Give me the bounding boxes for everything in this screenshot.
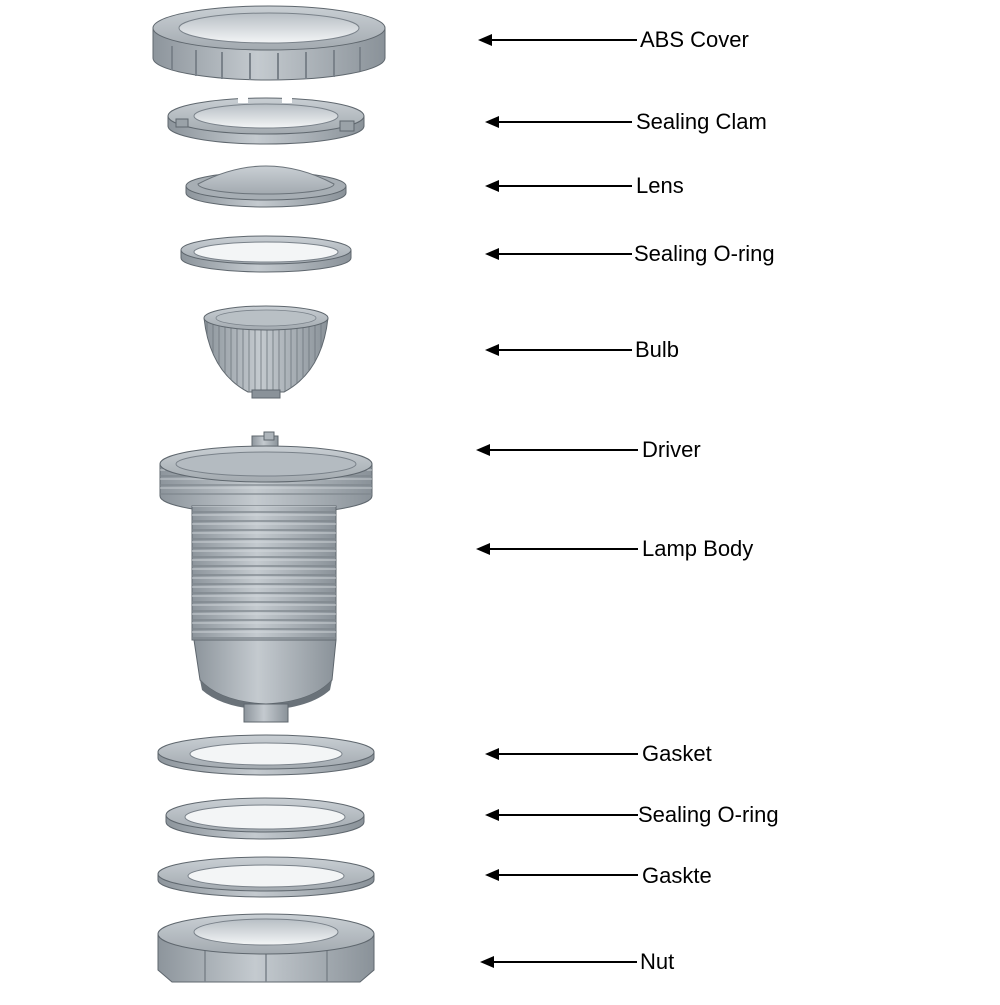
arrow-lens <box>485 180 632 192</box>
arrow-bulb <box>485 344 632 356</box>
lamp-body-part <box>159 445 373 723</box>
arrow-abs-cover <box>478 34 637 46</box>
pointer-arrows <box>476 34 638 968</box>
arrow-sealing-oring-top <box>485 248 632 260</box>
arrow-sealing-clam <box>485 116 632 128</box>
arrow-driver <box>476 444 638 456</box>
label-lamp-body: Lamp Body <box>642 536 754 561</box>
arrow-sealing-oring-bottom <box>485 809 638 821</box>
label-sealing-oring-top: Sealing O-ring <box>634 241 775 266</box>
label-abs-cover: ABS Cover <box>640 27 749 52</box>
arrow-gasket <box>485 748 638 760</box>
label-sealing-clam: Sealing Clam <box>636 109 767 134</box>
abs-cover-part <box>152 5 386 81</box>
gasket-part <box>157 734 375 776</box>
label-lens: Lens <box>636 173 684 198</box>
label-driver: Driver <box>642 437 701 462</box>
sealing-oring-top-part <box>180 235 352 273</box>
bulb-part <box>203 305 329 399</box>
arrow-gaskte <box>485 869 638 881</box>
nut-part <box>157 913 375 983</box>
arrow-nut <box>480 956 637 968</box>
label-nut: Nut <box>640 949 675 974</box>
arrow-lamp-body <box>476 543 638 555</box>
label-bulb: Bulb <box>635 337 680 362</box>
label-gasket: Gasket <box>642 741 712 766</box>
gaskte-part <box>157 856 375 898</box>
label-gaskte: Gaskte <box>642 863 712 888</box>
sealing-clam-part <box>167 97 365 145</box>
lens-part <box>185 165 347 208</box>
sealing-oring-bottom-part <box>165 797 365 840</box>
label-sealing-oring-bottom: Sealing O-ring <box>638 802 779 827</box>
